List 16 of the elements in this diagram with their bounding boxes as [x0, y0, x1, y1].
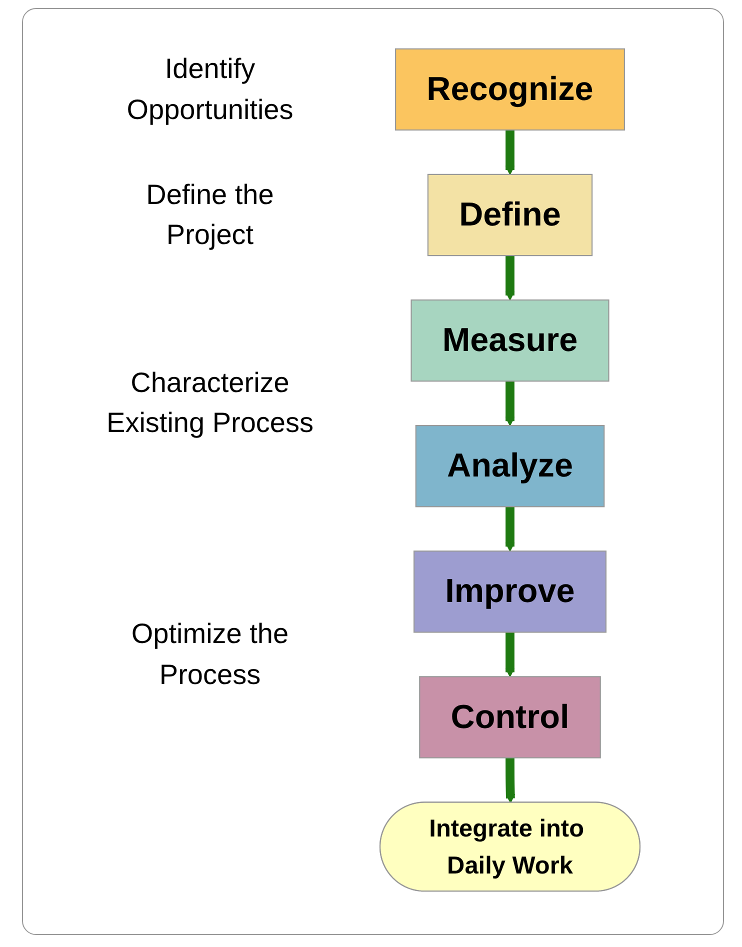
arrow — [505, 380, 515, 426]
node-box: Recognize — [394, 48, 626, 131]
node-box: Analyze — [415, 425, 605, 508]
node-box: Control — [419, 676, 601, 758]
arrow — [505, 254, 515, 300]
arrow — [505, 631, 515, 678]
arrow — [505, 757, 516, 804]
arrow — [505, 129, 515, 175]
step-description: Characterize Existing Process — [106, 366, 314, 440]
step-description: Define the Project — [145, 178, 275, 252]
node-box: Define — [427, 174, 593, 256]
node-box: Measure — [410, 299, 610, 382]
arrow — [505, 506, 515, 552]
step-description: Identify Opportunities — [126, 52, 294, 127]
node-box: Improve — [414, 550, 606, 633]
step-description: Optimize the Process — [130, 616, 290, 692]
